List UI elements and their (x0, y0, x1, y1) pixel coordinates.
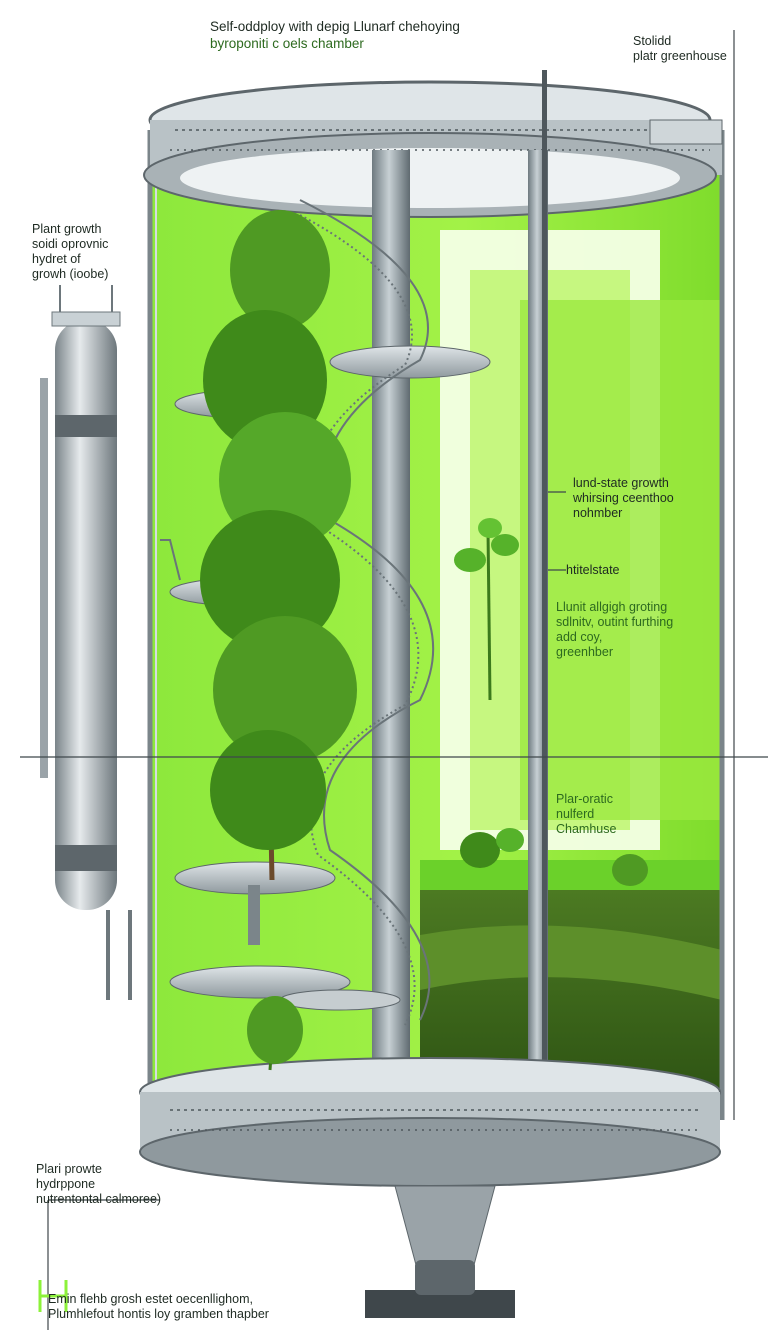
label-left-upper-line-4: growh (ioobe) (32, 267, 109, 281)
label-right-mid-line-2: whirsing ceenthoo (573, 491, 674, 505)
label-top-right-line-2: platr greenhouse (633, 49, 727, 63)
label-left-upper: Plant growth soidi oprovnic hydret of gr… (32, 222, 108, 282)
label-right-mid: lund-state growth whirsing ceenthoo nohm… (573, 476, 674, 521)
label-top-right: Stolidd platr greenhouse (633, 34, 727, 64)
callout-lines (20, 30, 768, 1330)
label-left-bottom: Plari prowte hydrppone nutrentontal calm… (36, 1162, 161, 1207)
title-line-1: Self-oddploy with depig Llunarf chehoyin… (210, 19, 460, 34)
title-line-2: byroponiti c oels chamber (210, 36, 364, 51)
label-right-bottom-line-1: Plar-oratic (556, 792, 613, 806)
label-right-lower-line-1: Llunit allgigh groting (556, 600, 668, 614)
footer-line-2: Plumhlefout hontis loy gramben thapber (48, 1307, 269, 1321)
footer-line-1: Emin flehb grosh estet oecenllighom, (48, 1292, 253, 1306)
central-tree (200, 209, 357, 881)
label-left-upper-line-3: hydret of (32, 252, 81, 266)
label-left-bottom-line-1: Plari prowte (36, 1162, 102, 1176)
spiral-stairs (160, 199, 435, 1026)
label-right-lower: Llunit allgigh groting sdlnitv, outint f… (556, 600, 673, 660)
label-left-bottom-line-2: hydrppone (36, 1177, 96, 1191)
label-left-bottom-line-3: nutrentontal calmoree) (36, 1192, 162, 1206)
small-plants (247, 518, 648, 1071)
label-right-bottom-line-2: nulferd (556, 807, 595, 821)
top-ring (143, 80, 723, 218)
pipes (372, 70, 548, 1130)
label-right-tag: htitelstate (566, 563, 620, 577)
chamber-interior (150, 160, 722, 1090)
footer-marker (38, 1280, 68, 1312)
label-right-lower-line-4: greenhber (556, 645, 613, 659)
label-right-mid-line-1: lund-state growth (573, 476, 669, 490)
label-left-upper-line-2: soidi oprovnic (32, 237, 109, 251)
label-right-lower-line-2: sdlnitv, outint furthing (556, 615, 674, 629)
label-right-lower-line-3: add coy, (556, 630, 603, 644)
side-tank (40, 285, 132, 1000)
title-label: Self-oddploy with depig Llunarf chehoyin… (210, 18, 460, 52)
label-right-bottom-line-3: Chamhuse (556, 822, 617, 836)
footer-label: Emin flehb grosh estet oecenllighom, Plu… (48, 1292, 269, 1322)
cylinder-shell (147, 130, 725, 1120)
label-right-mid-line-3: nohmber (573, 506, 623, 520)
label-left-upper-line-1: Plant growth (32, 222, 102, 236)
label-top-right-line-1: Stolidd (633, 34, 672, 48)
base-ring (139, 1057, 721, 1318)
label-right-bottom: Plar-oratic nulferd Chamhuse (556, 792, 616, 837)
